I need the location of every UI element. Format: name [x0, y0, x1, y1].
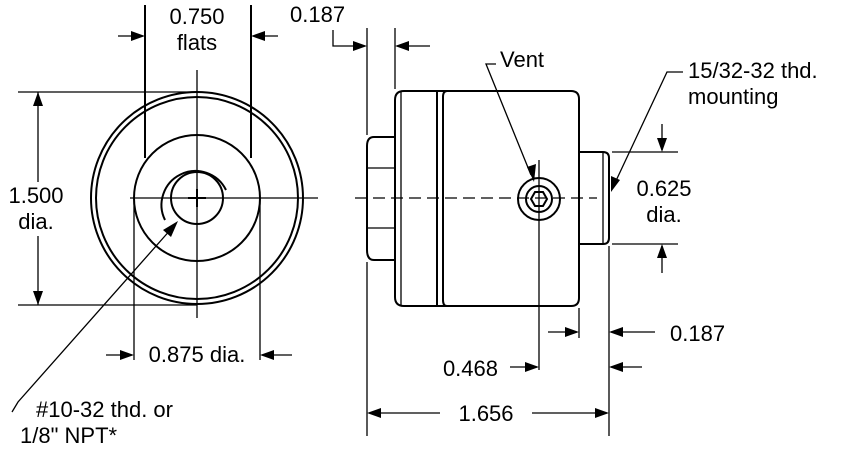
mounting-leader-arrow	[611, 176, 620, 192]
top-thickness-arrow-left	[353, 41, 367, 51]
top-thickness-dimension: 0.187	[290, 2, 430, 135]
port-leader-arrow	[163, 221, 178, 237]
mounting-label-line2: mounting	[688, 84, 779, 109]
mounting-stem-outline	[579, 151, 610, 245]
port-label-line1: #10-32 thd. or	[36, 397, 173, 422]
side-view	[355, 90, 610, 370]
inner-dia-label: 0.875 dia.	[149, 342, 246, 367]
flats-word-label: flats	[177, 30, 217, 55]
outer-dia-word-label: dia.	[18, 209, 53, 234]
overall-length-dimension: 1.656	[367, 401, 609, 426]
stem-length-arrow-right	[609, 327, 623, 337]
vent-label: Vent	[500, 47, 544, 72]
vent-offset-label: 0.468	[443, 356, 498, 381]
flats-arrow-right	[251, 31, 265, 41]
overall-length-label: 1.656	[458, 401, 513, 426]
outer-dia-arrow-bottom	[33, 291, 43, 305]
vent-leader: Vent	[485, 47, 544, 182]
stem-dia-arrow-bottom	[657, 244, 667, 258]
overall-length-arrow-left	[367, 408, 381, 418]
outer-dia-value-label: 1.500	[8, 183, 63, 208]
port-leader: #10-32 thd. or 1/8" NPT*	[11, 221, 178, 448]
inner-dia-dimension: 0.875 dia.	[106, 342, 292, 367]
stem-dia-dimension: 0.625 dia.	[612, 124, 692, 273]
vent-leader-arrow	[527, 164, 536, 182]
mounting-label-line1: 15/32-32 thd.	[688, 58, 818, 83]
end-view	[18, 5, 318, 360]
flats-value-label: 0.750	[169, 4, 224, 29]
top-thickness-arrow-right	[395, 41, 409, 51]
top-thickness-label: 0.187	[290, 2, 345, 27]
stem-length-label: 0.187	[670, 321, 725, 346]
stem-dia-value-label: 0.625	[636, 176, 691, 201]
vent-offset-arrow-left	[525, 362, 539, 372]
inner-dia-arrow-right	[260, 350, 274, 360]
outer-dia-arrow-top	[33, 92, 43, 106]
stem-dia-word-label: dia.	[646, 202, 681, 227]
stem-length-arrow-left	[565, 327, 579, 337]
overall-length-arrow-right	[595, 408, 609, 418]
vent-offset-arrow-right	[609, 362, 623, 372]
stem-dia-arrow-top	[657, 138, 667, 152]
main-body-outline	[394, 90, 580, 307]
flats-arrow-left	[131, 31, 145, 41]
vent-hex	[529, 191, 549, 207]
flats-dimension: 0.750 flats	[118, 4, 278, 55]
side-view-extension-lines	[366, 246, 610, 436]
port-label-line2: 1/8" NPT*	[20, 423, 118, 448]
outer-dia-dimension: 1.500 dia.	[8, 92, 64, 305]
mounting-leader: 15/32-32 thd. mounting	[611, 58, 818, 192]
vent-offset-dimension: 0.468	[443, 356, 642, 381]
thread-arc	[160, 170, 227, 221]
inner-dia-arrow-left	[120, 350, 134, 360]
stem-length-dimension: 0.187	[548, 321, 725, 346]
